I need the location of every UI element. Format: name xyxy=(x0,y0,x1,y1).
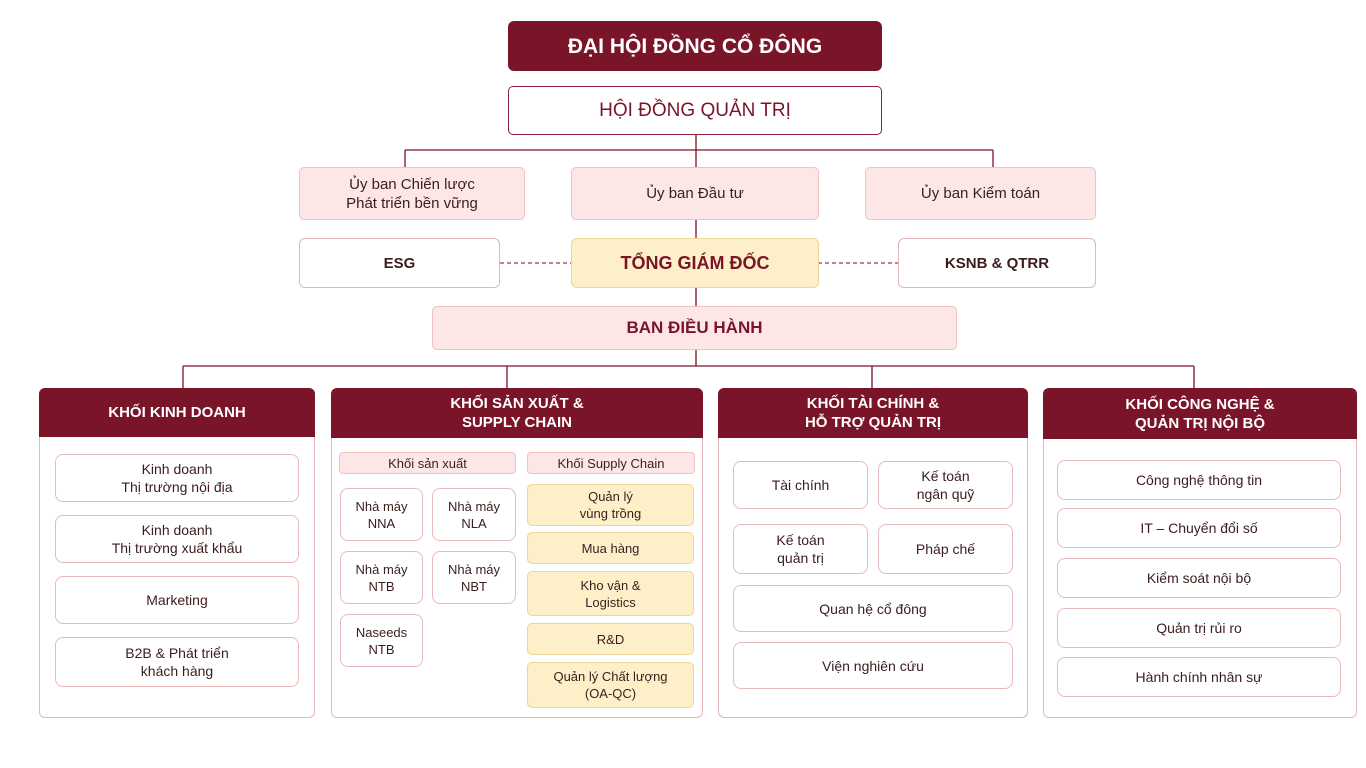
management-board-box: BAN ĐIỀU HÀNH xyxy=(432,306,957,350)
esg-box: ESG xyxy=(299,238,500,288)
factory-item: Nhà máy NTB xyxy=(340,551,423,604)
supply-chain-item: Quản lý vùng trồng xyxy=(527,484,694,526)
technology-item: Công nghệ thông tin xyxy=(1057,460,1341,500)
factory-item: Nhà máy NBT xyxy=(432,551,516,604)
finance-item: Viện nghiên cứu xyxy=(733,642,1013,689)
ceo-box: TỔNG GIÁM ĐỐC xyxy=(571,238,819,288)
supply-chain-subheader: Khối Supply Chain xyxy=(527,452,695,474)
audit-committee-box: Ủy ban Kiểm toán xyxy=(865,167,1096,220)
technology-item: Quản trị rủi ro xyxy=(1057,608,1341,648)
technology-block-header: KHỐI CÔNG NGHỆ & QUẢN TRỊ NỘI BỘ xyxy=(1043,388,1357,439)
finance-item: Kế toán quản trị xyxy=(733,524,868,574)
ksnb-box: KSNB & QTRR xyxy=(898,238,1096,288)
finance-block-header: KHỐI TÀI CHÍNH & HỖ TRỢ QUẢN TRỊ xyxy=(718,388,1028,438)
finance-item: Quan hệ cổ đông xyxy=(733,585,1013,632)
technology-item: Hành chính nhân sự xyxy=(1057,657,1341,697)
supply-chain-item: R&D xyxy=(527,623,694,655)
investment-committee-box: Ủy ban Đầu tư xyxy=(571,167,819,220)
finance-item: Pháp chế xyxy=(878,524,1013,574)
production-subheader: Khối sản xuất xyxy=(339,452,516,474)
board-box: HỘI ĐỒNG QUẢN TRỊ xyxy=(508,86,882,135)
factory-item: Naseeds NTB xyxy=(340,614,423,667)
finance-item: Tài chính xyxy=(733,461,868,509)
supply-chain-item: Mua hàng xyxy=(527,532,694,564)
agm-box: ĐẠI HỘI ĐỒNG CỔ ĐÔNG xyxy=(508,21,882,71)
business-item: Kinh doanh Thị trường nội địa xyxy=(55,454,299,502)
supply-chain-item: Quản lý Chất lượng (OA-QC) xyxy=(527,662,694,708)
supply-chain-item: Kho vận & Logistics xyxy=(527,571,694,616)
strategy-committee-box: Ủy ban Chiến lược Phát triển bền vững xyxy=(299,167,525,220)
factory-item: Nhà máy NLA xyxy=(432,488,516,541)
business-block-header: KHỐI KINH DOANH xyxy=(39,388,315,437)
business-item: Kinh doanh Thị trường xuất khẩu xyxy=(55,515,299,563)
technology-item: Kiểm soát nội bộ xyxy=(1057,558,1341,598)
finance-item: Kế toán ngân quỹ xyxy=(878,461,1013,509)
business-item: B2B & Phát triển khách hàng xyxy=(55,637,299,687)
technology-item: IT – Chuyển đổi số xyxy=(1057,508,1341,548)
production-block-header: KHỐI SẢN XUẤT & SUPPLY CHAIN xyxy=(331,388,703,438)
factory-item: Nhà máy NNA xyxy=(340,488,423,541)
business-item: Marketing xyxy=(55,576,299,624)
